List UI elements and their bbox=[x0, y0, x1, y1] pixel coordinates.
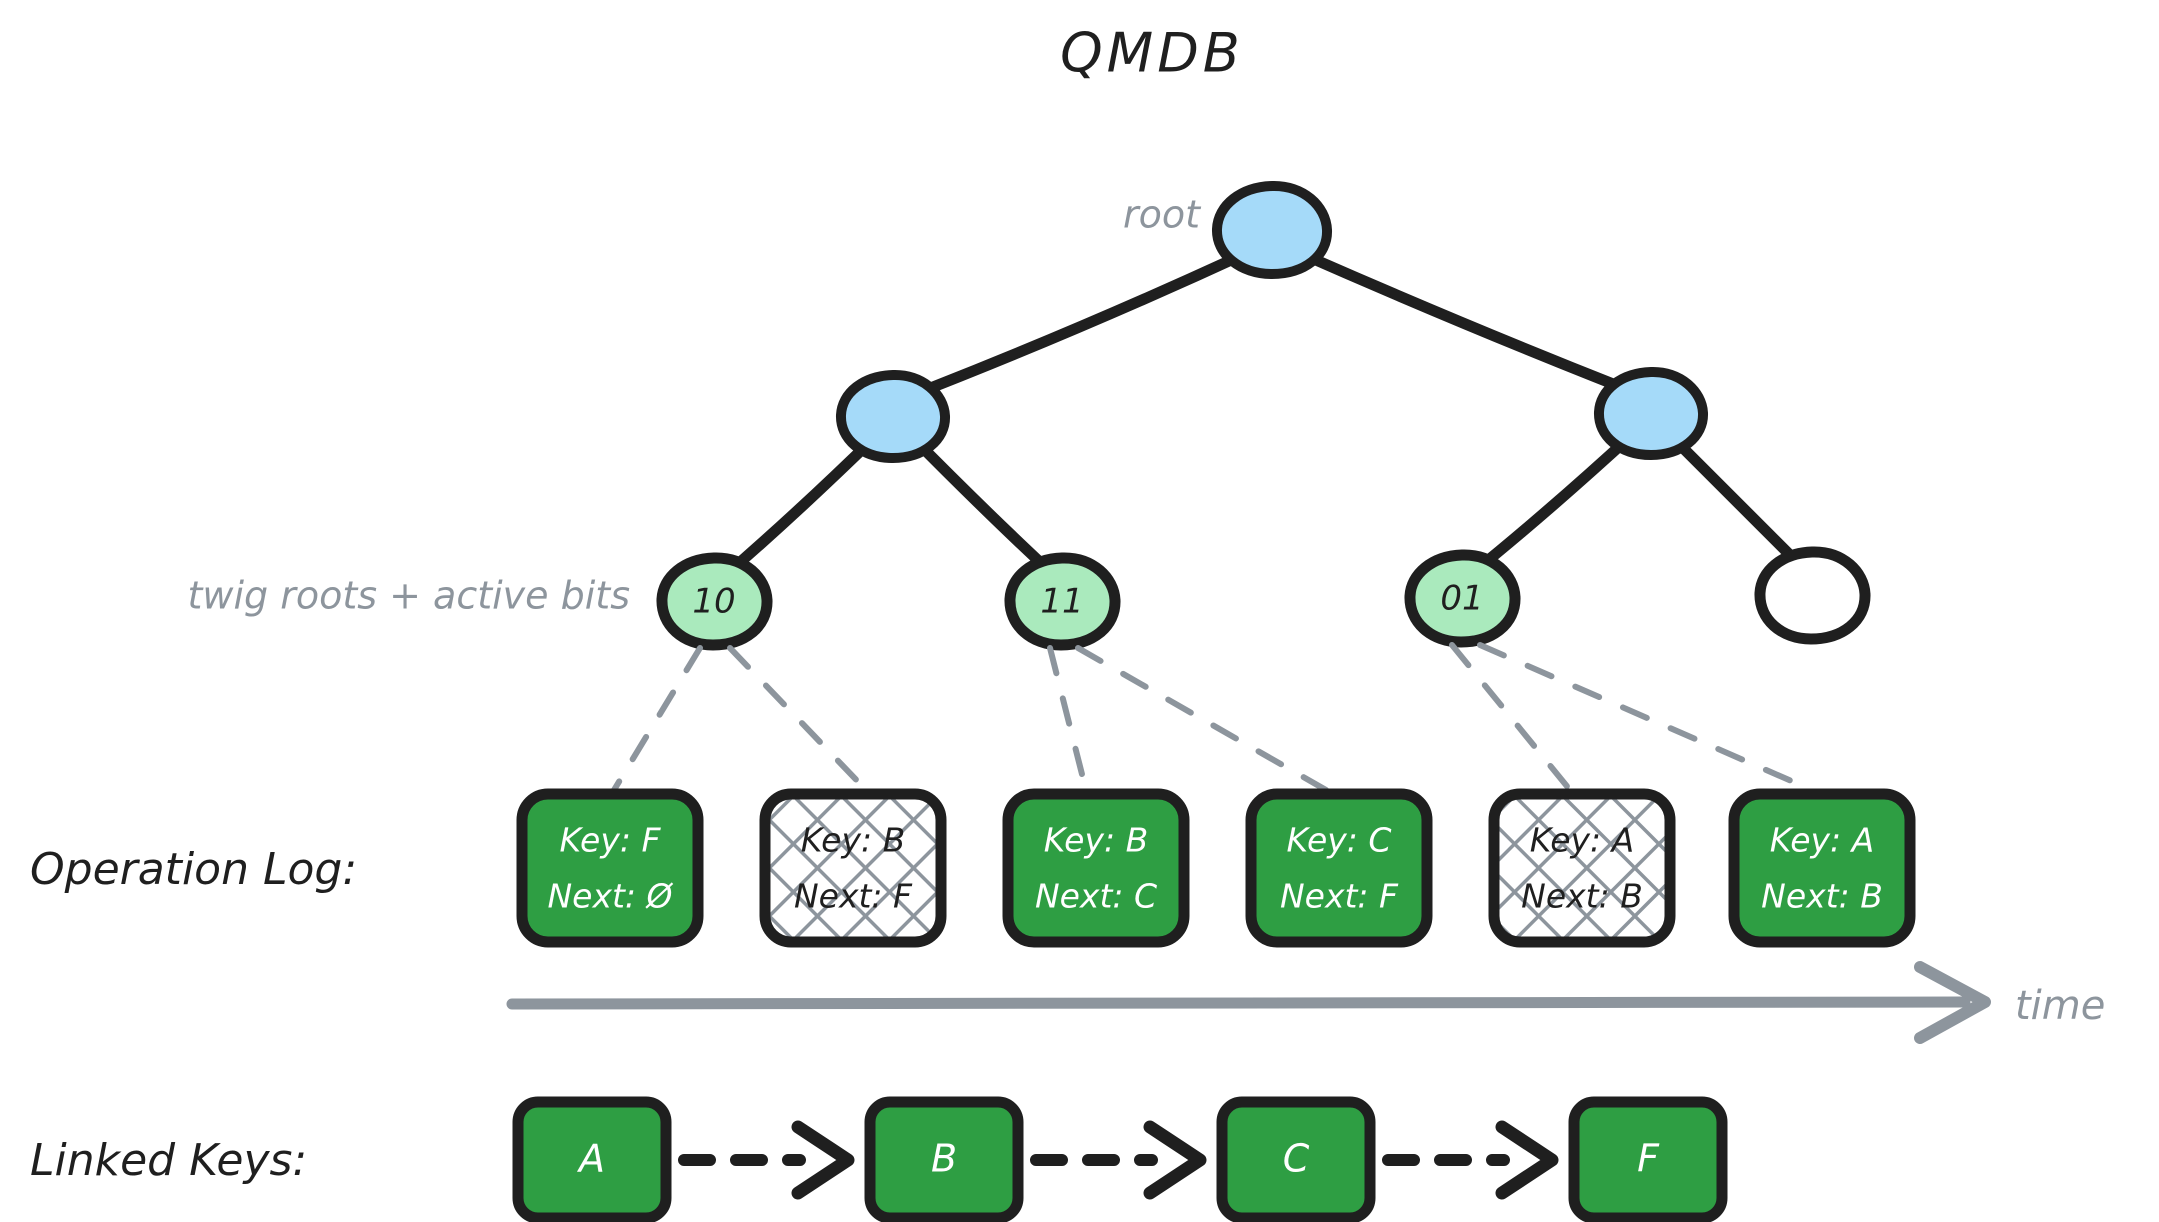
operation-log-label: Operation Log: bbox=[30, 844, 357, 895]
twig-link-10-0 bbox=[611, 645, 703, 793]
op-log-entry-2-next: Next: C bbox=[1035, 877, 1157, 916]
twig-link-11-3 bbox=[1075, 645, 1329, 793]
op-log-entry-5-key: Key: A bbox=[1770, 821, 1874, 860]
linked-key-node-B-label: B bbox=[931, 1137, 957, 1181]
tree-node-internal-right[interactable] bbox=[1594, 366, 1708, 460]
linked-key-node-B[interactable]: B bbox=[864, 1096, 1024, 1222]
op-log-entry-1-next: Next: F bbox=[794, 877, 913, 916]
twig-link-01-4 bbox=[1449, 642, 1573, 793]
linked-key-arrow-C-F bbox=[1382, 1120, 1559, 1200]
op-log-entry-3-key: Key: C bbox=[1287, 821, 1392, 860]
linked-key-node-A-label: A bbox=[576, 1137, 605, 1181]
linked-key-arrow-A-B bbox=[678, 1120, 855, 1200]
linked-key-node-C[interactable]: C bbox=[1216, 1096, 1376, 1222]
twig-link-10-1 bbox=[727, 645, 869, 793]
tree-edges bbox=[716, 244, 1813, 584]
op-log-entry-3-next: Next: F bbox=[1280, 877, 1399, 916]
twig-node-10-label: 10 bbox=[692, 582, 735, 622]
page-title: QMDB bbox=[1060, 22, 1244, 85]
linked-key-node-A[interactable]: A bbox=[512, 1096, 672, 1222]
linked-key-node-C-label: C bbox=[1283, 1137, 1310, 1181]
linked-key-arrow-B-C bbox=[1030, 1120, 1207, 1200]
twig-to-log-links bbox=[611, 642, 1815, 793]
op-log-entry-4-next: Next: B bbox=[1521, 877, 1643, 916]
op-log-entry-0[interactable]: Key: F Next: Ø bbox=[516, 788, 704, 948]
twig-node-10[interactable]: 10 bbox=[656, 552, 773, 651]
op-log-entry-4[interactable]: Key: A Next: B bbox=[1488, 788, 1676, 948]
linked-key-node-F-label: F bbox=[1637, 1137, 1660, 1181]
edge-right-to-twigempty bbox=[1662, 427, 1813, 578]
op-log-entry-5[interactable]: Key: A Next: B bbox=[1728, 788, 1916, 948]
time-label: time bbox=[2015, 983, 2105, 1029]
tree-node-root[interactable] bbox=[1212, 180, 1332, 279]
twig-node-11[interactable]: 11 bbox=[1004, 552, 1121, 651]
op-log-entry-4-key: Key: A bbox=[1530, 821, 1634, 860]
linked-key-arrows bbox=[678, 1120, 1559, 1200]
twig-node-empty[interactable] bbox=[1754, 546, 1871, 645]
op-log-entry-3[interactable]: Key: C Next: F bbox=[1245, 788, 1433, 948]
time-axis-arrow bbox=[506, 961, 1991, 1044]
op-log-entry-0-next: Next: Ø bbox=[547, 877, 673, 916]
twig-node-11-label: 11 bbox=[1040, 582, 1083, 622]
tree-node-internal-left[interactable] bbox=[836, 369, 950, 463]
linked-key-node-F[interactable]: F bbox=[1568, 1096, 1728, 1222]
twig-link-01-5 bbox=[1477, 642, 1815, 793]
edge-left-to-twig11 bbox=[905, 430, 1063, 584]
twig-node-01[interactable]: 01 bbox=[1404, 549, 1521, 648]
twig-roots-label: twig roots + active bits bbox=[187, 574, 630, 618]
edge-left-to-twig10 bbox=[716, 430, 882, 584]
edge-root-to-right bbox=[1287, 244, 1642, 399]
op-log-entry-1[interactable]: Key: B Next: F bbox=[759, 788, 947, 948]
op-log-entry-0-key: Key: F bbox=[560, 821, 662, 860]
root-label: root bbox=[1123, 193, 1202, 237]
twig-link-11-2 bbox=[1047, 645, 1089, 793]
op-log-entry-1-key: Key: B bbox=[801, 821, 906, 860]
op-log-entry-2[interactable]: Key: B Next: C bbox=[1002, 788, 1190, 948]
op-log-entry-2-key: Key: B bbox=[1044, 821, 1149, 860]
edge-right-to-twig01 bbox=[1464, 427, 1640, 581]
op-log-entry-5-next: Next: B bbox=[1761, 877, 1883, 916]
edge-root-to-left bbox=[904, 244, 1259, 402]
twig-node-01-label: 01 bbox=[1440, 579, 1483, 619]
linked-keys-label: Linked Keys: bbox=[30, 1135, 307, 1186]
